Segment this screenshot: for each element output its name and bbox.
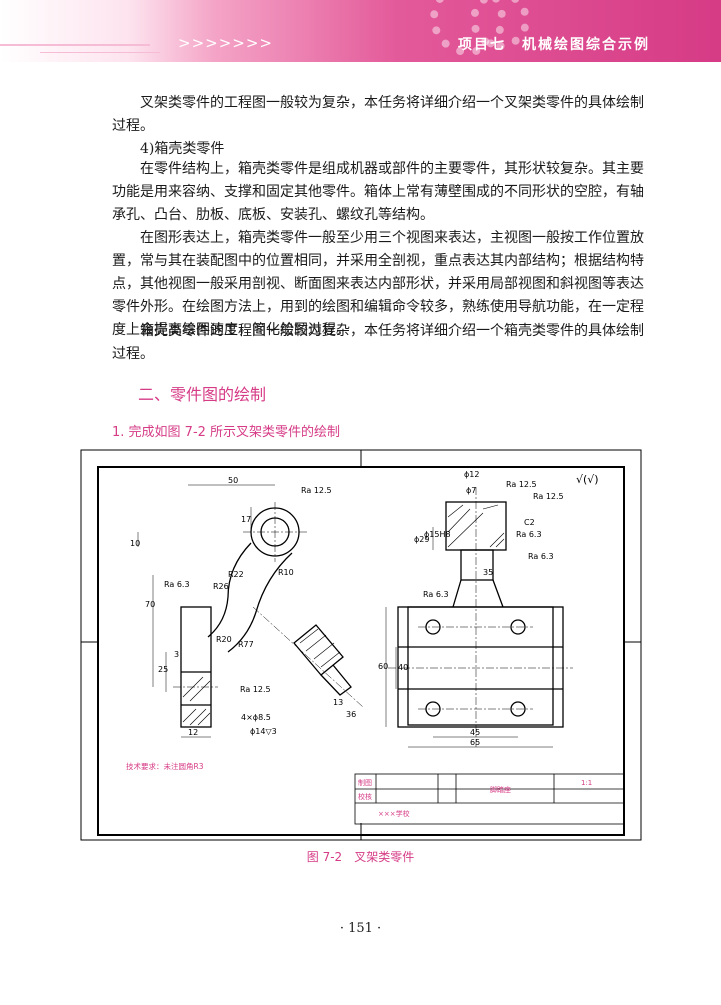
section-title: 二、零件图的绘制 — [138, 385, 267, 404]
roughness-label: Ra 12.5 — [301, 486, 332, 495]
paragraph: 在图形表达上，箱壳类零件一般至少用三个视图来表达，主视图一般按工作位置放置，常与… — [112, 230, 644, 338]
title-block-drawn: 制图 — [358, 778, 372, 787]
gear-icon — [470, 0, 530, 50]
dim-label: R26 — [213, 582, 229, 591]
dim-label: 40 — [398, 663, 408, 672]
paragraph: 箱壳类零件的工程图一般较为复杂，本任务将详细介绍一个箱壳类零件的具体绘制过程。 — [112, 323, 644, 362]
surface-symbol: √(√) — [576, 473, 599, 486]
dim-label: 60 — [378, 662, 388, 671]
roughness-label: Ra 6.3 — [528, 552, 554, 561]
title-block-scale: 1:1 — [581, 779, 592, 787]
title-block-checked: 校核 — [358, 792, 372, 801]
dim-label: R10 — [278, 568, 294, 577]
roughness-label: Ra 6.3 — [516, 530, 542, 539]
roughness-label: Ra 12.5 — [506, 480, 537, 489]
dim-label: C2 — [524, 518, 535, 527]
paragraph: 叉架类零件的工程图一般较为复杂，本任务将详细介绍一个叉架类零件的具体绘制过程。 — [112, 95, 644, 134]
dim-label: 25 — [158, 665, 168, 674]
title-block-part-name: 脚踏座 — [490, 785, 511, 794]
header-arrows: >>>>>>> — [178, 34, 273, 52]
roughness-label: Ra 12.5 — [240, 685, 271, 694]
paragraph: 4)箱壳类零件 — [112, 141, 225, 157]
page-header: >>>>>>> 项目七 机械绘图综合示例 — [0, 0, 721, 62]
roughness-label: Ra 6.3 — [164, 580, 190, 589]
hole-note: 4×ϕ8.5 — [241, 713, 271, 722]
dim-label: R77 — [238, 640, 254, 649]
dim-label: 45 — [470, 728, 480, 737]
dim-label: 50 — [228, 476, 238, 485]
dim-label: 35 — [483, 568, 493, 577]
counterbore-note: ϕ14▽3 — [250, 727, 277, 736]
dim-label: ϕ7 — [466, 486, 476, 495]
dim-label: ϕ12 — [464, 470, 479, 479]
dim-label: 65 — [470, 738, 480, 747]
tech-requirement: 技术要求：未注圆角R3 — [126, 761, 204, 771]
dim-label: R22 — [228, 570, 244, 579]
page-number: · 151 · — [339, 921, 382, 936]
dim-label: ϕ15H8 — [424, 530, 451, 539]
roughness-label: Ra 6.3 — [423, 590, 449, 599]
dim-label: 17 — [241, 515, 251, 524]
dim-label: 36 — [346, 710, 356, 719]
dim-label: 12 — [188, 728, 198, 737]
dim-label: 10 — [130, 539, 140, 548]
roughness-label: Ra 12.5 — [533, 492, 564, 501]
figure-caption: 图 7-2 叉架类零件 — [306, 850, 415, 864]
dim-label: 13 — [333, 698, 343, 707]
dim-label: 70 — [145, 600, 155, 609]
dim-label: 3 — [174, 650, 179, 659]
paragraph: 在零件结构上，箱壳类零件是组成机器或部件的主要零件，其形状较复杂。其主要功能是用… — [112, 161, 644, 223]
chapter-title: 项目七 机械绘图综合示例 — [458, 37, 650, 53]
dim-label: ϕ29 — [414, 535, 429, 544]
engineering-drawing: 50 17 10 70 25 3 12 R22 R26 R10 R20 R77 … — [78, 447, 646, 849]
subsection-title: 1. 完成如图 7-2 所示叉架类零件的绘制 — [112, 425, 341, 440]
title-block-school: ×××学校 — [378, 809, 410, 818]
dim-label: R20 — [216, 635, 232, 644]
header-decor-line — [40, 52, 160, 53]
header-decor-line — [0, 44, 150, 46]
